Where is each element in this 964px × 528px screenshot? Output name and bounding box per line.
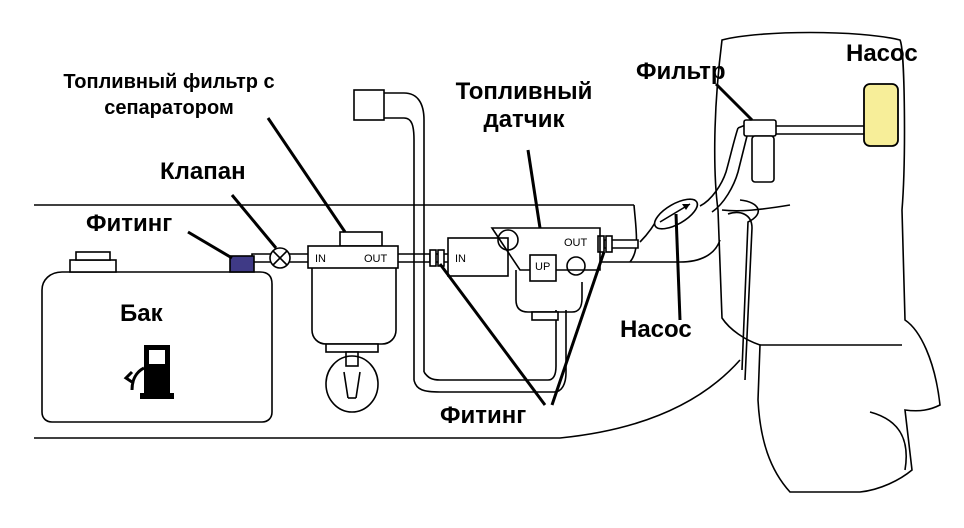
label-separator-filter-line2: сепаратором xyxy=(104,97,234,119)
label-pump-primer: Насос xyxy=(620,316,692,343)
label-fitting-left: Фитинг xyxy=(86,210,173,237)
fuel-sensor xyxy=(447,227,601,321)
label-fuel-sensor-line2: датчик xyxy=(483,106,565,133)
sensor-in-mark: IN xyxy=(455,253,466,265)
engine-pump xyxy=(863,83,899,147)
filter-in-mark: IN xyxy=(315,253,326,265)
fuel-tank xyxy=(41,251,273,423)
label-fuel-sensor-line1: Топливный xyxy=(455,78,593,105)
fitting-tank xyxy=(229,255,255,273)
filter-out-mark: OUT xyxy=(364,253,388,265)
sensor-up-mark: UP xyxy=(535,261,550,273)
label-fuel-sensor: Топливный датчик xyxy=(440,80,608,132)
fuel-pump-icon xyxy=(123,345,174,399)
engine-filter xyxy=(743,119,864,183)
outboard-motor xyxy=(713,31,941,493)
label-pump-top: Насос xyxy=(846,40,918,67)
label-tank: Бак xyxy=(120,300,163,327)
boat-hull xyxy=(34,204,741,439)
valve xyxy=(269,247,291,269)
label-fitting-bottom: Фитинг xyxy=(440,402,527,429)
label-separator-filter-line1: Топливный фильтр с xyxy=(63,71,275,93)
label-separator-filter: Топливный фильтр с сепаратором xyxy=(40,72,298,118)
sensor-out-mark: OUT xyxy=(564,237,588,249)
leader-lines xyxy=(187,82,754,406)
separator-filter xyxy=(307,231,399,413)
label-filter: Фильтр xyxy=(636,58,726,85)
label-valve: Клапан xyxy=(160,158,246,185)
fittings-small xyxy=(429,235,613,267)
